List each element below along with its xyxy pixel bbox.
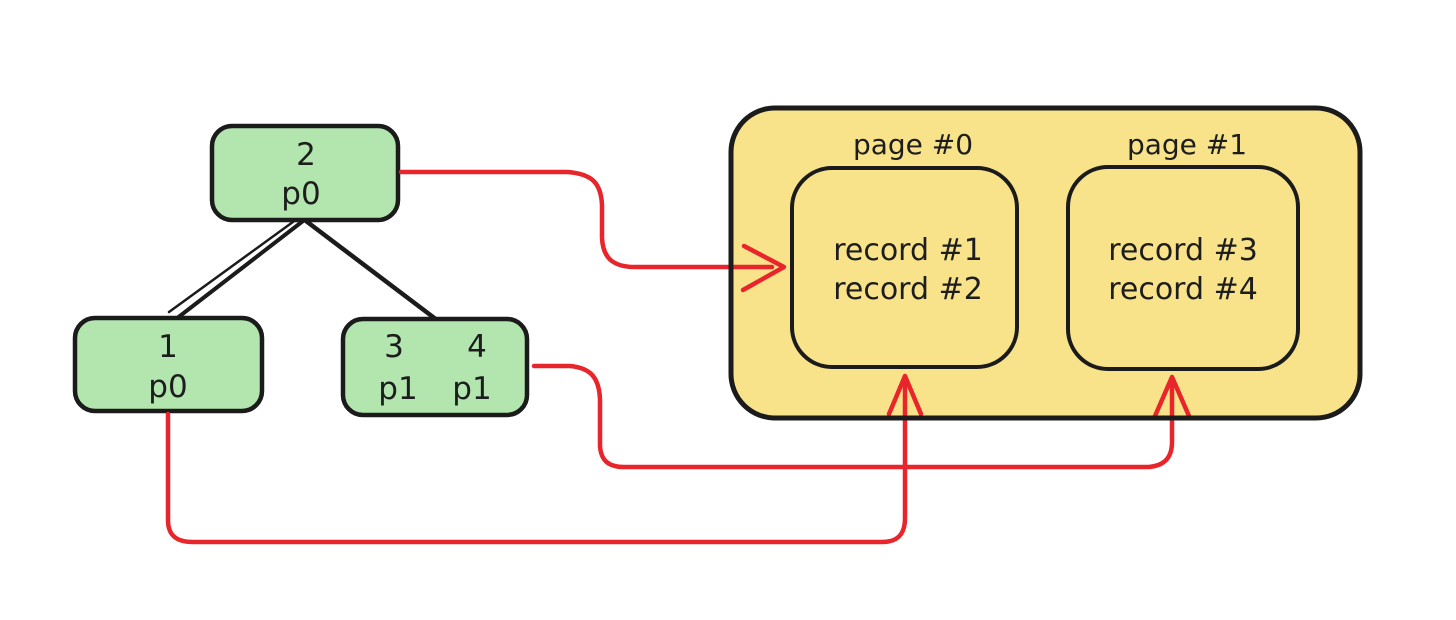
pointer-arrowhead-right-icon	[740, 243, 787, 293]
pointer-arrowhead-up-page1-icon	[1152, 374, 1192, 419]
leaf1-pointer: p0	[148, 369, 187, 405]
pointer-arrows	[165, 169, 1192, 545]
pointer-arrow-leaf1-line	[165, 377, 908, 545]
pointer-arrow-leaf34-to-page1	[531, 363, 1192, 470]
pointer-arrow-leaf1-to-page0	[165, 373, 924, 545]
pointer-arrow-leaf34-line	[531, 363, 1175, 470]
page-1-record-1: record #3	[1108, 233, 1258, 268]
tree-edge-left	[174, 219, 305, 321]
tree-edges	[167, 217, 440, 323]
page-1-record-2: record #4	[1108, 272, 1258, 307]
pointer-arrow-root-line	[398, 169, 775, 270]
tree-edge-right	[303, 218, 440, 323]
page-boxes	[790, 165, 1300, 371]
leaf34-key-4: 4	[467, 329, 487, 365]
tree-edge-left-double-stroke	[167, 217, 299, 314]
leaf34-pointer-1: p1	[378, 371, 417, 407]
btree-leaf-node-3-4	[340, 316, 530, 418]
diagram-text: 2 p0 1 p0 3 4 p1 p1 page #0 page #1 reco…	[148, 128, 1258, 407]
btree-leaf-node-1	[72, 315, 265, 414]
page-1-label: page #1	[1127, 128, 1247, 161]
page-0-label: page #0	[853, 128, 973, 161]
pages-container-border	[728, 105, 1363, 421]
leaf34-pointer-2: p1	[452, 371, 491, 407]
pointer-arrowhead-up-page0-icon	[886, 373, 924, 417]
page-0-record-2: record #2	[833, 272, 983, 307]
leaf1-key: 1	[158, 329, 178, 365]
page-0-record-1: record #1	[833, 233, 983, 268]
btree-root-node	[209, 123, 401, 223]
root-node-pointer: p0	[281, 176, 320, 212]
page-0-box	[790, 166, 1019, 369]
btree-nodes	[72, 123, 530, 418]
pointer-arrow-root-to-page0	[398, 169, 787, 293]
root-node-key: 2	[296, 137, 316, 173]
leaf34-key-3: 3	[384, 329, 404, 365]
page-1-box	[1066, 165, 1300, 371]
